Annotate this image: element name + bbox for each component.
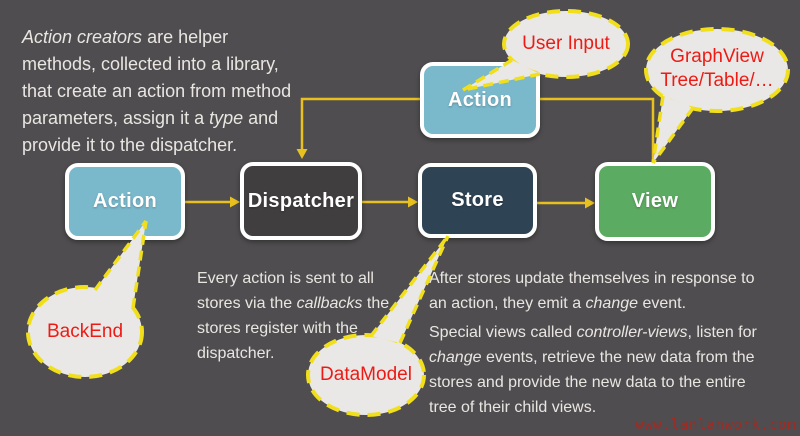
bubble-tail-graphview-border bbox=[651, 95, 695, 165]
bubble-label-backend: BackEnd bbox=[46, 321, 124, 342]
bubble-tail-graphview bbox=[653, 96, 693, 163]
watermark: www.lanlanwork.com bbox=[635, 417, 796, 433]
note-controller-views: Special views called controller-views, l… bbox=[429, 324, 757, 416]
box-action-left-label: Action bbox=[92, 190, 158, 212]
bubble-label-datamodel: DataModel bbox=[320, 364, 412, 385]
box-dispatcher: Dispatcher bbox=[240, 162, 362, 240]
connector-action-top-to-view bbox=[540, 97, 655, 162]
box-view-label: View bbox=[631, 190, 679, 212]
box-store-label: Store bbox=[451, 189, 504, 211]
box-store: Store bbox=[418, 163, 537, 238]
arrowhead-dispatcher-top bbox=[296, 149, 308, 159]
box-dispatcher-label: Dispatcher bbox=[247, 189, 355, 212]
box-action-top: Action bbox=[420, 62, 540, 138]
arrowhead-store-left bbox=[408, 196, 418, 208]
box-action-top-label: Action bbox=[447, 88, 513, 111]
box-action-left: Action bbox=[65, 163, 185, 240]
note-store-change-event: After stores update themselves in respon… bbox=[429, 270, 755, 312]
arrowhead-view-left bbox=[585, 197, 595, 209]
connector-action-top-to-dispatcher bbox=[300, 97, 420, 150]
box-view: View bbox=[595, 162, 715, 241]
arrowhead-dispatcher-left bbox=[230, 196, 240, 208]
bubble-label-user-input: User Input bbox=[522, 33, 610, 54]
